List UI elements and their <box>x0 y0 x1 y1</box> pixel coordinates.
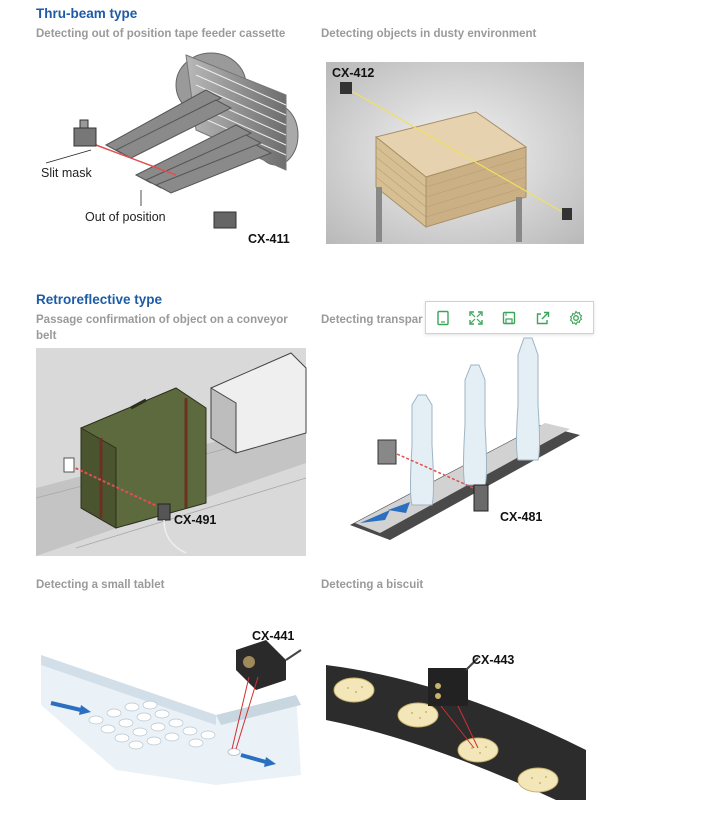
caption-transparent: Detecting transpar <box>321 314 423 326</box>
section-title-thru-beam: Thru-beam type <box>36 6 138 21</box>
caption-conveyor-line2: belt <box>36 330 57 342</box>
section-title-retroreflective: Retroreflective type <box>36 292 163 307</box>
sensor <box>473 484 489 512</box>
label-slit-mask: Slit mask <box>41 166 92 180</box>
light-beam <box>95 144 177 176</box>
save-button[interactable] <box>498 307 520 329</box>
label-model-cx481: CX-481 <box>500 510 542 524</box>
fullscreen-icon <box>469 310 483 325</box>
figure-tape-feeder: Slit mask Out of position CX-411 <box>41 52 299 246</box>
light-beam <box>347 88 567 215</box>
tablet-icon <box>436 310 449 325</box>
white-suitcase <box>210 352 307 454</box>
receiver-sensor <box>213 211 237 229</box>
receiver-sensor <box>562 208 572 220</box>
wood-stack <box>374 111 528 242</box>
label-model-cx491: CX-491 <box>174 513 216 527</box>
reflector <box>377 439 397 465</box>
fullscreen-button[interactable] <box>465 307 487 329</box>
figure-transparent-bottles: CX-481 <box>350 337 580 540</box>
figure-biscuit: CX-443 <box>326 640 586 800</box>
bottles <box>410 337 540 506</box>
caption-tape-feeder: Detecting out of position tape feeder ca… <box>36 28 286 40</box>
light-beam <box>387 449 479 491</box>
image-toolbar <box>425 301 594 334</box>
emitter-sensor <box>340 82 352 94</box>
reflector <box>63 457 75 473</box>
figure-dusty-environment: CX-412 <box>326 62 584 244</box>
green-suitcase <box>80 387 207 529</box>
sensor <box>428 657 479 706</box>
direction-arrow-left <box>50 701 82 712</box>
label-model-cx412: CX-412 <box>332 66 374 80</box>
light-beam <box>70 465 162 509</box>
caption-biscuit: Detecting a biscuit <box>321 579 424 591</box>
caption-small-tablet: Detecting a small tablet <box>36 579 165 591</box>
direction-arrow-right <box>240 753 267 764</box>
figure-small-tablet: CX-441 <box>41 629 302 785</box>
label-model-cx411: CX-411 <box>248 232 290 246</box>
tablets <box>88 700 216 750</box>
biscuits <box>333 677 559 793</box>
save-icon <box>503 311 516 324</box>
share-icon <box>536 311 550 324</box>
figure-conveyor-suitcase: CX-491 <box>35 348 307 556</box>
label-model-cx441: CX-441 <box>252 629 294 643</box>
settings-icon <box>570 309 583 326</box>
caption-conveyor-line1: Passage confirmation of object on a conv… <box>36 314 288 326</box>
direction-arrow <box>360 510 390 523</box>
emitter-sensor <box>73 127 97 147</box>
tablet-button[interactable] <box>432 307 454 329</box>
share-button[interactable] <box>532 307 554 329</box>
sensor <box>157 503 171 521</box>
caption-dusty-environment: Detecting objects in dusty environment <box>321 28 537 40</box>
tape-strips <box>104 89 273 194</box>
label-model-cx443: CX-443 <box>472 653 514 667</box>
settings-button[interactable] <box>565 307 587 329</box>
sensor <box>236 640 302 690</box>
label-out-of-position: Out of position <box>85 210 166 224</box>
